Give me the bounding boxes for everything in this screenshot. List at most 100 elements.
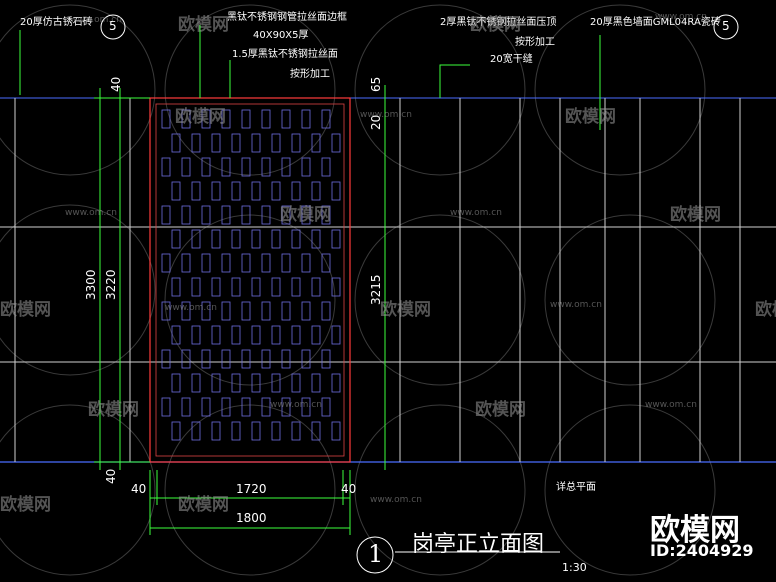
perforation-slot bbox=[211, 133, 221, 153]
perforation-slot bbox=[311, 133, 321, 153]
watermark: 欧模网 bbox=[88, 400, 139, 420]
door-panel bbox=[149, 97, 351, 463]
perforation-slot bbox=[331, 277, 341, 297]
perforation-slot bbox=[191, 373, 201, 393]
perforation-slot bbox=[301, 301, 311, 321]
watermark-url: www.om.cn bbox=[360, 110, 412, 120]
watermark: 欧模网 bbox=[565, 107, 616, 127]
watermark-url: www.om.cn bbox=[450, 208, 502, 218]
dim-40-bottom: 40 bbox=[104, 468, 118, 484]
dim-1720: 1720 bbox=[236, 482, 267, 496]
perforation-slot bbox=[241, 205, 251, 225]
perforation-slot bbox=[281, 109, 291, 129]
drawing-number: 1 bbox=[368, 540, 384, 568]
watermark: 欧模网 bbox=[475, 400, 526, 420]
dim-40-left: 40 bbox=[131, 482, 147, 496]
perforation-slot bbox=[251, 133, 261, 153]
perforation-slot bbox=[311, 229, 321, 249]
perforation-slot bbox=[191, 133, 201, 153]
perforation-slot bbox=[201, 157, 211, 177]
perforation-slot bbox=[161, 205, 171, 225]
perforation-slot bbox=[181, 397, 191, 417]
annotation-frame: 黑钛不锈钢钢管拉丝面边框 bbox=[227, 12, 347, 23]
perforation-slot bbox=[291, 325, 301, 345]
perforation-slot bbox=[331, 229, 341, 249]
brand-logo: 欧模网 bbox=[650, 513, 740, 548]
perforation-slot bbox=[251, 181, 261, 201]
perforation-slot bbox=[301, 253, 311, 273]
perforation-slot bbox=[281, 157, 291, 177]
annotation-stone-tile: 20厚仿古锈石砖 bbox=[20, 17, 93, 28]
perforation-slot bbox=[241, 397, 251, 417]
perforation-slot bbox=[221, 349, 231, 369]
watermark: 欧模网 bbox=[178, 495, 229, 515]
perforation-slot bbox=[261, 205, 271, 225]
perforation-slot bbox=[181, 301, 191, 321]
perforation-slot bbox=[201, 301, 211, 321]
dim-40-top: 40 bbox=[109, 76, 123, 92]
annotation-ground: 详总平面 bbox=[556, 482, 596, 493]
perforation-slot bbox=[191, 181, 201, 201]
annotation-gap: 20宽干缝 bbox=[490, 54, 533, 65]
watermark: 欧模网 bbox=[0, 300, 51, 320]
dim-40-right: 40 bbox=[341, 482, 357, 496]
perforation-slot bbox=[161, 349, 171, 369]
dim-3220: 3220 bbox=[104, 269, 118, 300]
perforation-slot bbox=[261, 301, 271, 321]
perforation-slot bbox=[211, 325, 221, 345]
watermark-url: www.om.cn bbox=[65, 208, 117, 218]
annotation-wall-tile: 20厚黑色墙面GML04RA瓷砖 bbox=[590, 17, 721, 28]
perforation-slot bbox=[191, 325, 201, 345]
perforation-slot bbox=[211, 229, 221, 249]
perforation-slot bbox=[281, 301, 291, 321]
perforation-slot bbox=[311, 373, 321, 393]
perforation-slot bbox=[221, 205, 231, 225]
perforation-slot bbox=[181, 157, 191, 177]
watermark: 欧模网 bbox=[470, 15, 521, 35]
perforation-slot bbox=[211, 277, 221, 297]
perforation-slot bbox=[251, 325, 261, 345]
annotation-frame-size: 40X90X5厚 bbox=[253, 30, 309, 41]
perforation-slot bbox=[281, 397, 291, 417]
perforation-slot bbox=[161, 157, 171, 177]
dim-3300: 3300 bbox=[84, 269, 98, 300]
perforation-slot bbox=[321, 109, 331, 129]
perforation-slot bbox=[241, 109, 251, 129]
drawing-scale: 1:30 bbox=[562, 561, 587, 574]
perforation-slot bbox=[221, 157, 231, 177]
perforation-slot bbox=[171, 373, 181, 393]
watermark: 欧模网 bbox=[0, 495, 51, 515]
perforation-slot bbox=[321, 253, 331, 273]
perforation-slot bbox=[291, 133, 301, 153]
perforation-slot bbox=[191, 229, 201, 249]
perforation-slot bbox=[291, 421, 301, 441]
perforation-slot bbox=[241, 157, 251, 177]
callout-number-right: 5 bbox=[722, 19, 730, 33]
annotation-coping: 2厚黑钛不锈钢拉丝面压顶 bbox=[440, 17, 557, 28]
perforation-slot bbox=[171, 229, 181, 249]
perforation-slot bbox=[331, 325, 341, 345]
watermark: 欧模网 bbox=[175, 107, 226, 127]
perforation-slot bbox=[281, 253, 291, 273]
perforation-slot bbox=[241, 253, 251, 273]
perforation-slot bbox=[191, 277, 201, 297]
watermark: 欧模网 bbox=[380, 300, 431, 320]
perforation-slot bbox=[181, 349, 191, 369]
perforation-slot bbox=[281, 205, 291, 225]
perforation-slot bbox=[231, 421, 241, 441]
perforation-slot bbox=[181, 253, 191, 273]
perforation-slot bbox=[231, 229, 241, 249]
perforation-slot bbox=[211, 181, 221, 201]
perforation-slot bbox=[301, 349, 311, 369]
perforation-slot bbox=[261, 157, 271, 177]
perforation-slot bbox=[231, 133, 241, 153]
dim-1800: 1800 bbox=[236, 511, 267, 525]
watermark-url: www.om.cn bbox=[70, 15, 122, 25]
perforation-slot bbox=[191, 421, 201, 441]
perforation-slot bbox=[221, 301, 231, 321]
perforation-slot bbox=[321, 349, 331, 369]
perforation-slot bbox=[221, 397, 231, 417]
perforation-slot bbox=[161, 109, 171, 129]
perforation-slot bbox=[301, 205, 311, 225]
